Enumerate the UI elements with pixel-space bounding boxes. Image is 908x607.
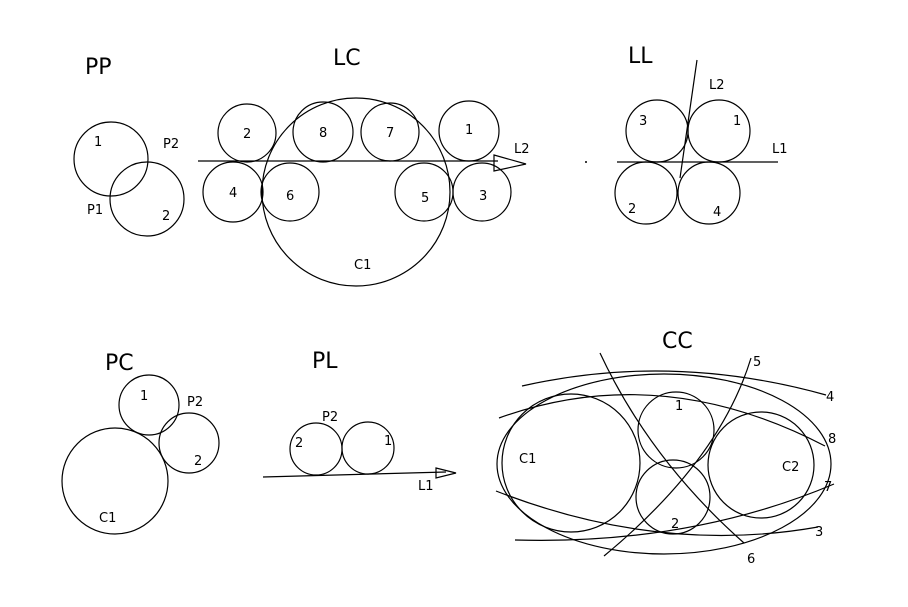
lc-circle-c1: [261, 97, 451, 287]
pp-title: PP: [85, 55, 112, 80]
cc-section: CC C1 C2 1 2 3 4 5 6 7 8: [495, 329, 836, 567]
cc-arc-8: [498, 394, 826, 447]
ll-section: LL 3 1 2 4 L2 L1: [614, 44, 788, 225]
pl-label-2: 2: [295, 436, 303, 451]
pl-title: PL: [312, 349, 338, 374]
lc-label-2: 2: [243, 127, 251, 142]
stray-dot: [585, 161, 587, 163]
pp-label-p1: P1: [87, 203, 103, 218]
cc-circle-1: [637, 391, 715, 469]
ll-label-4: 4: [713, 205, 721, 220]
ll-circle-2: [614, 161, 678, 225]
pl-label-l1: L1: [418, 479, 434, 494]
ll-title: LL: [628, 44, 653, 69]
cc-arc-3: [495, 490, 819, 537]
lc-arrow-head: [493, 154, 527, 172]
lc-circle-1: [438, 100, 500, 162]
cc-label-5: 5: [753, 355, 761, 370]
cc-label-6: 6: [747, 552, 755, 567]
cc-title: CC: [662, 329, 693, 354]
ll-circle-1: [687, 99, 751, 163]
cc-label-4: 4: [826, 390, 834, 405]
cc-label-8: 8: [828, 432, 836, 447]
ll-label-3: 3: [639, 114, 647, 129]
pl-label-1: 1: [384, 434, 392, 449]
pc-circle-c1: [61, 427, 169, 535]
ll-label-l1: L1: [772, 142, 788, 157]
lc-label-8: 8: [319, 126, 327, 141]
lc-label-7: 7: [386, 126, 394, 141]
ll-circle-4: [677, 161, 741, 225]
pc-circle-1: [118, 374, 180, 436]
pc-label-2: 2: [194, 454, 202, 469]
ll-circle-3: [625, 99, 689, 163]
cc-label-2: 2: [671, 517, 679, 532]
pl-line-l1: [262, 471, 447, 478]
lc-section: LC 2 8 7 1 4 6 5 3 C1 L2: [198, 46, 530, 287]
pp-circle-1: [73, 121, 149, 197]
ll-label-2: 2: [628, 202, 636, 217]
lc-label-6: 6: [286, 189, 294, 204]
pc-label-c1: C1: [99, 511, 116, 526]
cc-label-7: 7: [824, 480, 832, 495]
pc-section: PC 1 2 P2 C1: [61, 351, 220, 535]
lc-label-1: 1: [465, 123, 473, 138]
lc-circle-4: [202, 161, 264, 223]
pl-section: PL 2 1 P2 L1: [262, 349, 457, 494]
cc-label-1: 1: [675, 399, 683, 414]
lc-label-3: 3: [479, 189, 487, 204]
ll-label-l2: L2: [709, 78, 725, 93]
cc-label-3: 3: [815, 525, 823, 540]
lc-circle-3: [452, 162, 512, 222]
pc-circle-2: [158, 412, 220, 474]
lc-circle-2: [217, 103, 277, 163]
cc-arc-4: [521, 370, 827, 396]
ll-line-l2: [679, 59, 698, 179]
cc-arc-5: [603, 357, 752, 557]
pl-circle-1: [341, 421, 395, 475]
pp-section: PP 1 2 P2 P1: [73, 55, 185, 237]
lc-title: LC: [333, 46, 361, 71]
lc-label-5: 5: [421, 191, 429, 206]
lc-label-4: 4: [229, 186, 237, 201]
pc-label-1: 1: [140, 389, 148, 404]
pp-circle-2: [109, 161, 185, 237]
pp-label-1: 1: [94, 135, 102, 150]
pl-arrow-head: [435, 467, 457, 479]
lc-label-l2: L2: [514, 142, 530, 157]
pp-label-2: 2: [162, 209, 170, 224]
pc-title: PC: [105, 351, 134, 376]
lc-circle-6: [260, 162, 320, 222]
cc-arc-7: [514, 483, 835, 541]
cc-circle-c1: [501, 393, 641, 533]
lc-circle-7: [360, 102, 420, 162]
pc-label-p2: P2: [187, 395, 203, 410]
lc-label-c1: C1: [354, 258, 371, 273]
cc-outer-ellipse: [496, 373, 832, 555]
pp-label-p2: P2: [163, 137, 179, 152]
cc-arc-6: [599, 352, 745, 544]
cc-circle-c2: [707, 411, 815, 519]
lc-circle-8: [292, 101, 354, 163]
cc-label-c2: C2: [782, 460, 799, 475]
cc-label-c1: C1: [519, 452, 536, 467]
pl-label-p2: P2: [322, 410, 338, 425]
ll-label-1: 1: [733, 114, 741, 129]
